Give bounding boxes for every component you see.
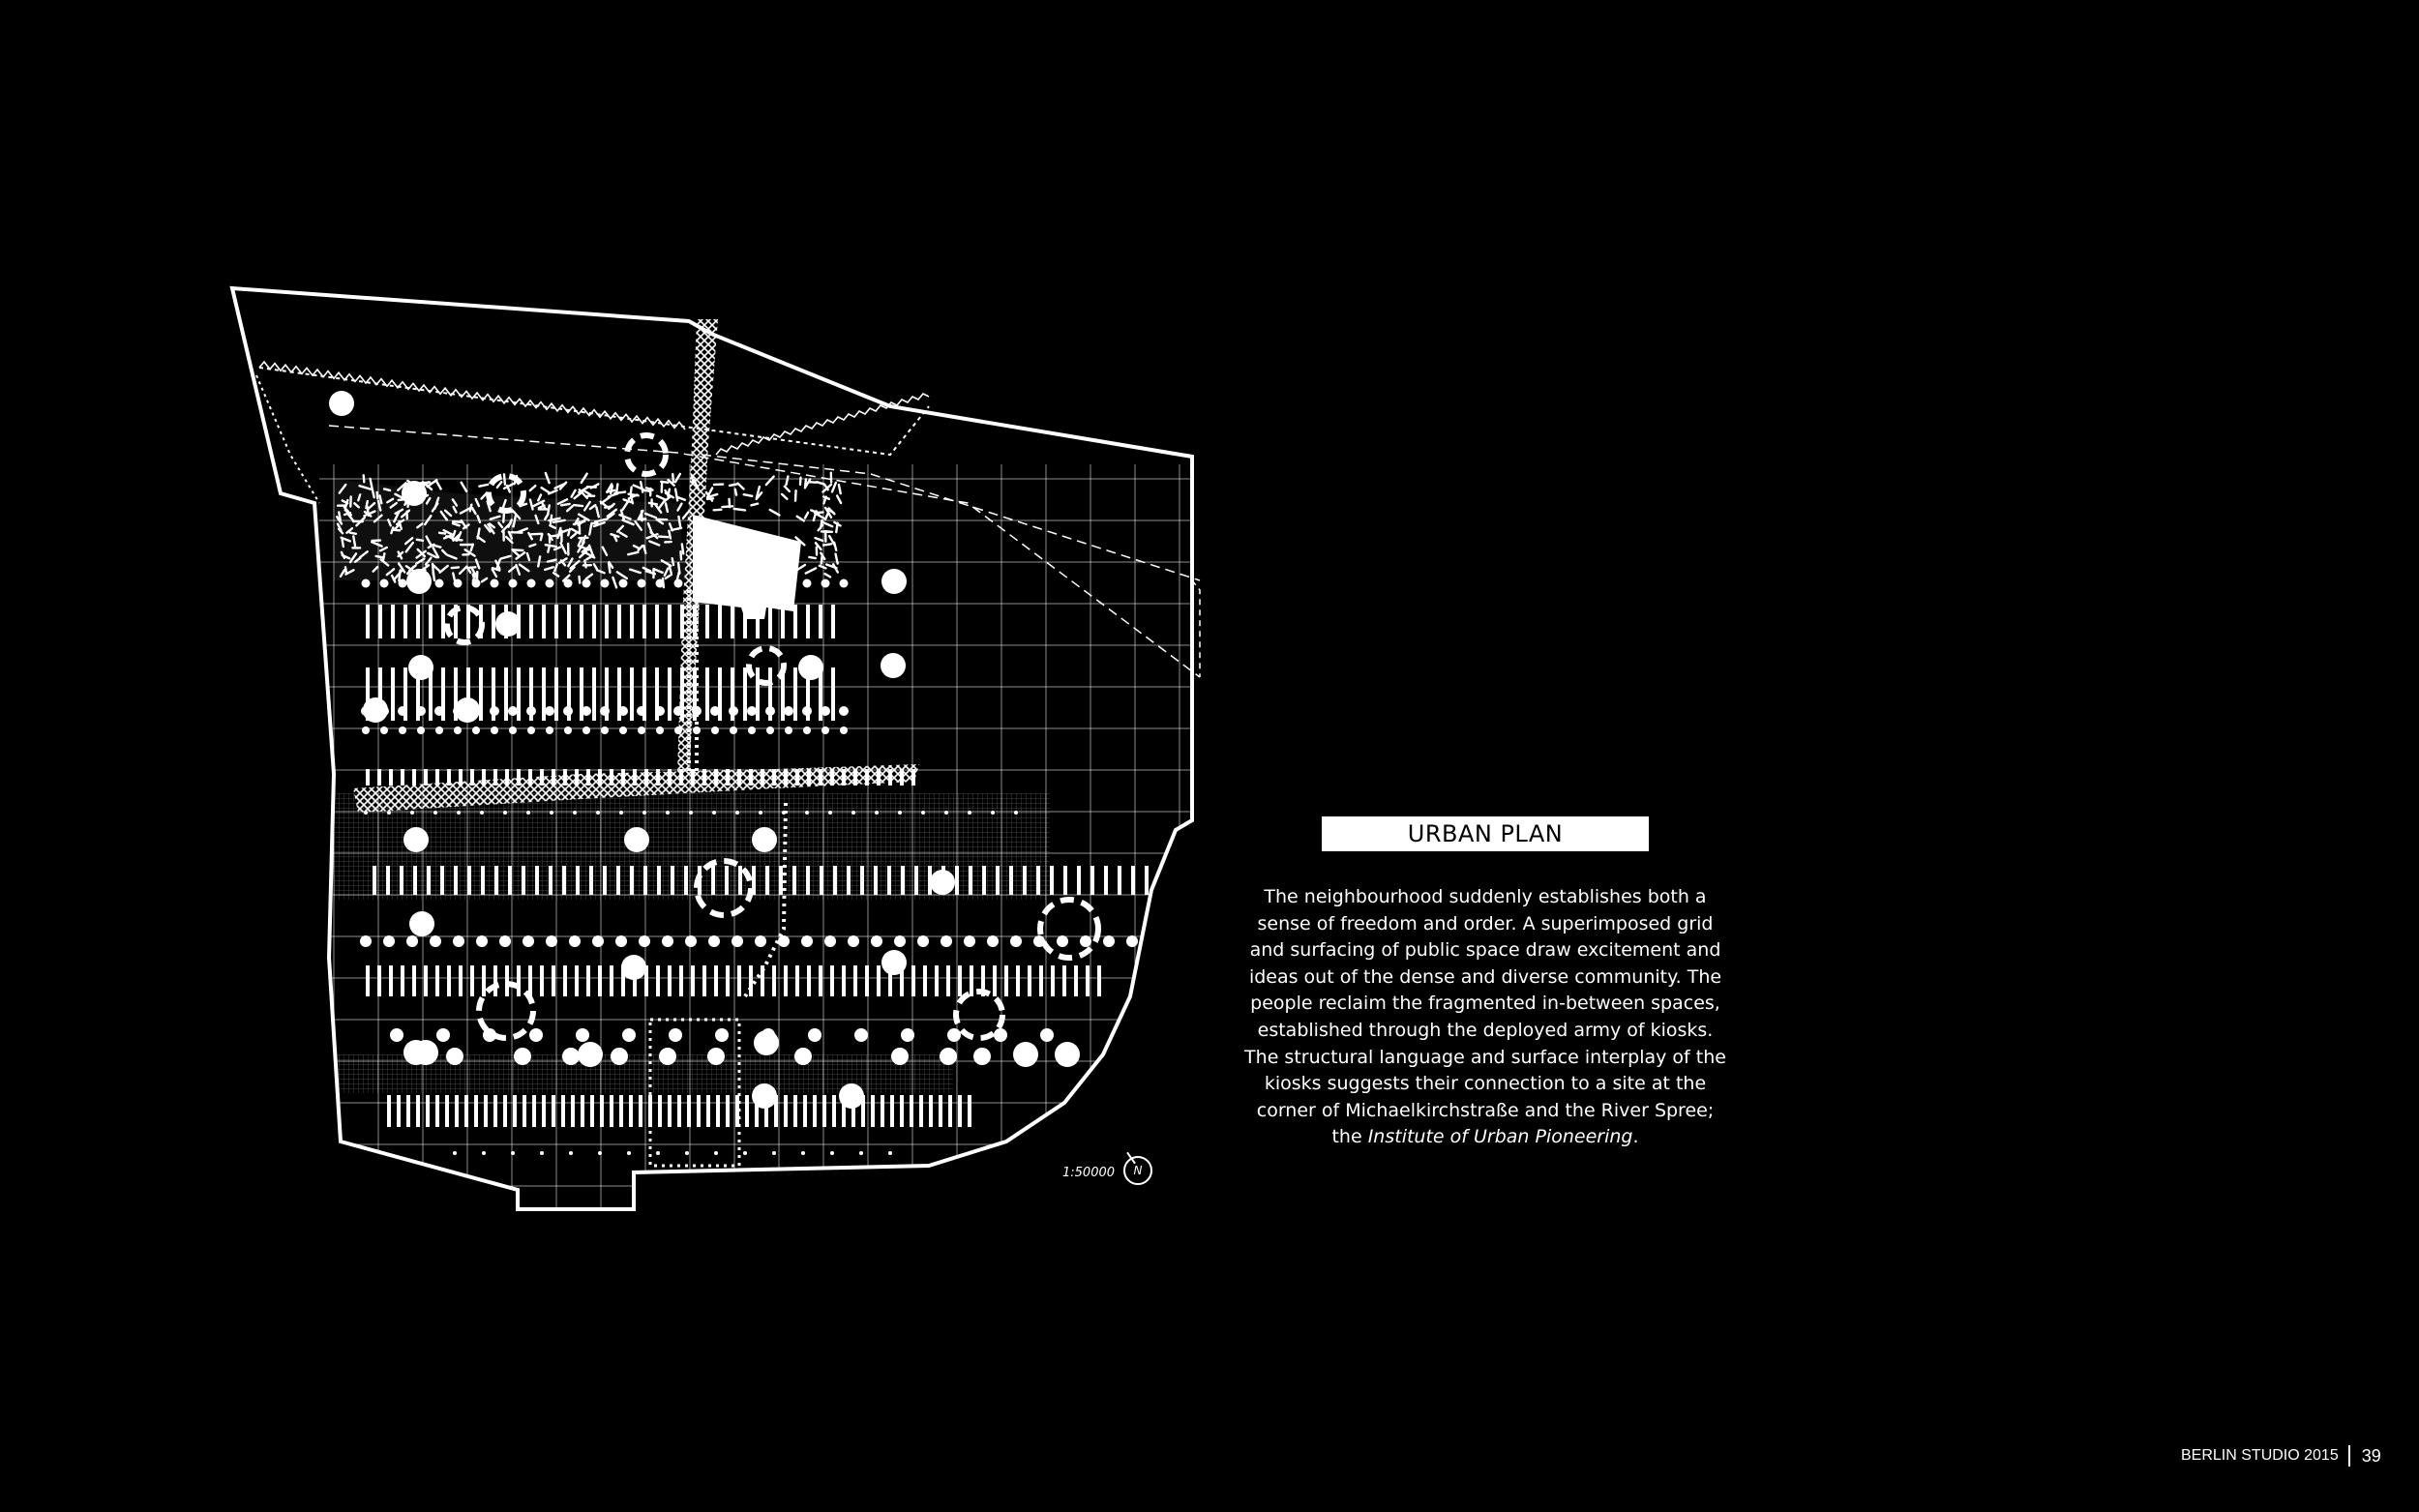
description-line: and surfacing of public space draw excit… bbox=[1249, 939, 1721, 962]
description-line: kiosks suggests their connection to a si… bbox=[1264, 1073, 1707, 1095]
railway-lines bbox=[255, 367, 1201, 678]
north-arrow-icon: N bbox=[1123, 1156, 1152, 1185]
description-line: people reclaim the fragmented in-between… bbox=[1250, 993, 1720, 1015]
trees bbox=[329, 391, 1101, 1109]
description-line: ideas out of the dense and diverse commu… bbox=[1248, 965, 1722, 988]
footer-studio: BERLIN STUDIO 2015 bbox=[2181, 1447, 2339, 1464]
institute-name: Institute of Urban Pioneering bbox=[1367, 1126, 1633, 1148]
description-line-last: the Institute of Urban Pioneering. bbox=[1234, 1124, 1737, 1151]
description-line: established through the deployed army of… bbox=[1257, 1019, 1714, 1041]
footer-divider bbox=[2347, 1445, 2350, 1467]
description-line: The neighbourhood suddenly establishes b… bbox=[1264, 886, 1707, 907]
textured-plaza bbox=[334, 471, 843, 589]
scale-label: 1:50000 bbox=[1062, 1166, 1116, 1180]
page-number: 39 bbox=[2361, 1445, 2381, 1466]
description-paragraph: The neighbourhood suddenly establishes b… bbox=[1234, 884, 1737, 1151]
description-line: corner of Michaelkirchstraße and the Riv… bbox=[1256, 1099, 1715, 1121]
page-footer: BERLIN STUDIO 2015 39 bbox=[2181, 1444, 2381, 1468]
description-line: sense of freedom and order. A superimpos… bbox=[1257, 912, 1714, 934]
description-line: The structural language and surface inte… bbox=[1244, 1046, 1726, 1068]
site-boundary bbox=[229, 285, 1194, 1211]
railway-tracks bbox=[258, 360, 930, 456]
north-label: N bbox=[1133, 1164, 1143, 1177]
kiosk-rows bbox=[360, 578, 1149, 1155]
section-title: URBAN PLAN bbox=[1322, 816, 1649, 851]
dotted-paths bbox=[648, 590, 788, 1168]
description-prefix: the bbox=[1331, 1126, 1368, 1148]
building-block bbox=[693, 515, 801, 619]
description-suffix: . bbox=[1632, 1126, 1639, 1148]
